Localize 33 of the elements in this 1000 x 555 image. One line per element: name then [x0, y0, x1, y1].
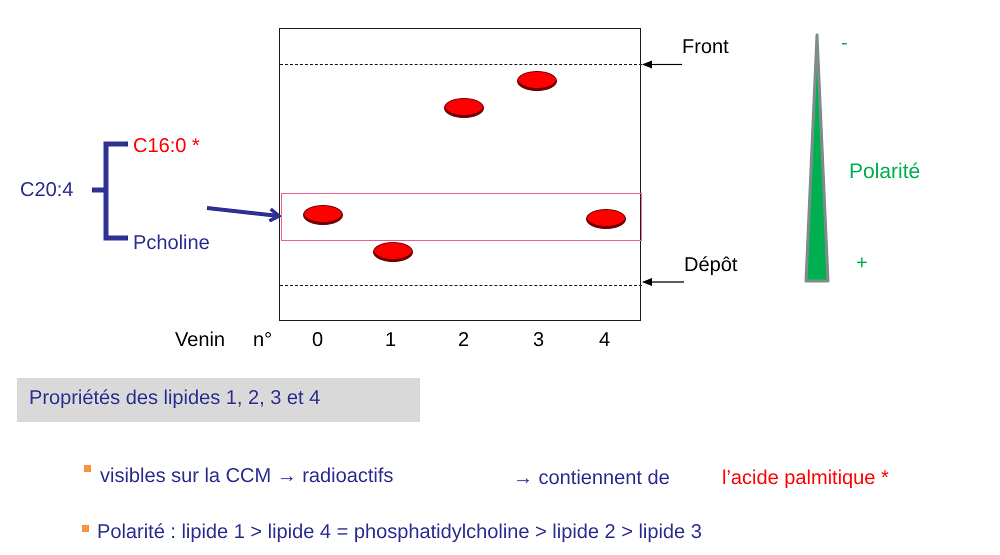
- group-label: C20:4: [20, 178, 74, 203]
- arrow: [206, 206, 281, 223]
- species-label: C16:0 *: [133, 134, 200, 159]
- spot: [444, 98, 484, 118]
- species-label: Pcholine: [133, 231, 210, 256]
- axis-label: Polarité: [849, 159, 920, 185]
- row-label: n°: [253, 328, 272, 353]
- highlight-frame: [281, 193, 642, 241]
- polarity-gradient-triangle: [804, 33, 830, 283]
- spot: [586, 209, 626, 229]
- dashed-line: [280, 285, 642, 288]
- spot: [303, 205, 343, 225]
- arrow: [642, 60, 682, 68]
- marker-label: Dépôt: [684, 252, 764, 282]
- spot: [373, 242, 413, 262]
- marker-label: Front: [682, 34, 752, 66]
- lane-number: 3: [533, 328, 544, 353]
- lane-number: 2: [458, 328, 470, 353]
- sign-label: -: [841, 31, 848, 56]
- heading-box: Propriétés des lipides 1, 2, 3 et 4: [17, 378, 420, 422]
- bullet-text: Polarité : lipide 1 > lipide 4 = phosphatidylcholine > lipide 2 > lipide 3: [97, 520, 702, 545]
- spot: [517, 71, 557, 91]
- dashed-line: [280, 64, 642, 67]
- tlc-plate: [279, 28, 641, 321]
- lane-number: 1: [385, 328, 396, 353]
- arrow: [642, 278, 684, 286]
- bullet-text: → contiennent de: [513, 466, 670, 491]
- bullet-text: visibles sur la CCM → radioactifs: [100, 464, 394, 489]
- bullet-text: l’acide palmitique *: [722, 466, 889, 491]
- lane-number: 0: [312, 328, 324, 353]
- sign-label: +: [856, 251, 868, 276]
- lane-number: 4: [599, 328, 610, 353]
- row-label: Venin: [175, 328, 226, 353]
